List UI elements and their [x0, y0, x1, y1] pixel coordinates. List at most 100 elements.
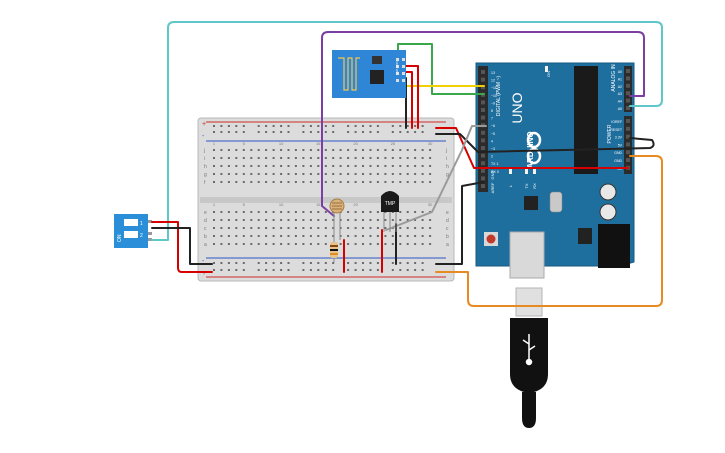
breadboard-hole [250, 219, 253, 221]
rail-hole [257, 125, 260, 127]
analog-pin-label: A0 [618, 70, 622, 74]
digital-pin[interactable] [481, 77, 485, 82]
power-pin[interactable] [626, 119, 630, 123]
arduino-model-text: UNO [509, 92, 525, 123]
rail-hole [302, 269, 305, 271]
rail-hole [391, 125, 394, 127]
breadboard-hole [250, 165, 253, 167]
digital-pin[interactable] [481, 70, 485, 74]
digital-pin[interactable] [481, 115, 485, 120]
rail-hole [421, 125, 424, 127]
breadboard-hole [272, 219, 275, 221]
rail-hole [376, 131, 379, 133]
analog-pin[interactable] [626, 83, 630, 88]
power-pin-label: RESET [610, 128, 623, 132]
temperature-sensor[interactable]: TMP [381, 191, 399, 232]
power-pin[interactable] [626, 134, 630, 139]
breadboard-hole [421, 243, 424, 245]
rail-hole [265, 262, 268, 264]
rail-hole [280, 125, 283, 127]
resistor[interactable] [330, 236, 338, 262]
wire-black-top-rail [435, 133, 655, 153]
power-pin[interactable] [626, 158, 630, 162]
breadboard-hole [227, 211, 230, 213]
column-number: 5 [243, 202, 246, 207]
column-number: 20 [353, 202, 358, 207]
rail-hole [421, 269, 424, 271]
analog-pin-label: A1 [618, 77, 622, 81]
rx-text: RX [532, 183, 537, 189]
breadboard-hole [429, 181, 432, 183]
breadboard-hole [265, 149, 268, 151]
breadboard-hole [280, 243, 283, 245]
photoresistor[interactable] [329, 198, 345, 240]
breadboard-hole [235, 181, 238, 183]
dip-toggle-2[interactable] [124, 231, 138, 238]
breadboard-hole [384, 181, 387, 183]
digital-pin[interactable] [481, 161, 485, 166]
digital-pin[interactable] [481, 130, 485, 135]
arduino-uno[interactable]: ARDUINO UNO DIGITAL (PWM ~) ANALOG IN PO… [475, 62, 635, 279]
breadboard-hole [242, 211, 245, 213]
on-led-text: ON [546, 71, 551, 77]
breadboard-hole [376, 211, 379, 213]
small-chip [524, 196, 538, 210]
digital-pin[interactable] [481, 168, 485, 173]
usb-port [509, 231, 545, 279]
breadboard-hole [257, 235, 260, 237]
breadboard-hole [265, 219, 268, 221]
breadboard-hole [287, 211, 290, 213]
digital-pin[interactable] [481, 184, 485, 188]
esp8266-module[interactable]: ESP-8266 [332, 50, 406, 98]
breadboard-hole [317, 173, 320, 175]
power-pin[interactable] [626, 150, 630, 155]
breadboard-hole [376, 219, 379, 221]
breadboard-hole [235, 149, 238, 151]
breadboard-hole [213, 149, 215, 151]
breadboard-hole [280, 157, 283, 159]
dip-toggle-1[interactable] [124, 219, 138, 226]
rail-hole [235, 269, 238, 271]
breadboard-hole [317, 243, 320, 245]
breadboard-hole [302, 243, 305, 245]
digital-pin[interactable] [481, 176, 485, 181]
analog-pin[interactable] [626, 69, 630, 73]
dip-switch[interactable]: ON 1 2 [114, 214, 152, 248]
breadboard-hole [309, 173, 312, 175]
analog-pin[interactable] [626, 106, 630, 110]
rail-hole [324, 125, 327, 127]
digital-pin[interactable] [481, 85, 485, 90]
analog-pin[interactable] [626, 98, 630, 103]
reset-button[interactable] [486, 234, 496, 244]
analog-pin[interactable] [626, 91, 630, 96]
digital-pin-label: 4 [491, 139, 493, 143]
digital-pin[interactable] [481, 108, 485, 112]
power-pin[interactable] [626, 126, 630, 131]
analog-pin[interactable] [626, 76, 630, 81]
digital-pin[interactable] [481, 100, 485, 105]
rail-hole [347, 131, 350, 133]
wire-gray [385, 125, 487, 231]
breadboard-hole [287, 157, 290, 159]
breadboard-hole [414, 227, 417, 229]
row-letter: i [446, 156, 447, 162]
digital-pin[interactable] [481, 146, 485, 150]
power-header-text: POWER [607, 124, 613, 143]
power-pin[interactable] [626, 142, 630, 147]
breadboard-hole [294, 235, 297, 237]
breadboard-hole [309, 157, 312, 159]
usb-cable-tail [522, 392, 536, 428]
breadboard-hole [280, 165, 283, 167]
digital-pin[interactable] [481, 138, 485, 143]
atmega-chip [574, 66, 598, 174]
breadboard-hole [213, 227, 215, 229]
breadboard-hole [272, 227, 275, 229]
digital-pin[interactable] [481, 153, 485, 158]
breadboard-hole [347, 219, 350, 221]
breadboard-hole [347, 157, 350, 159]
rail-hole [399, 131, 402, 133]
breadboard-hole [257, 149, 260, 151]
rail-hole [399, 125, 402, 127]
breadboard-hole [250, 243, 253, 245]
